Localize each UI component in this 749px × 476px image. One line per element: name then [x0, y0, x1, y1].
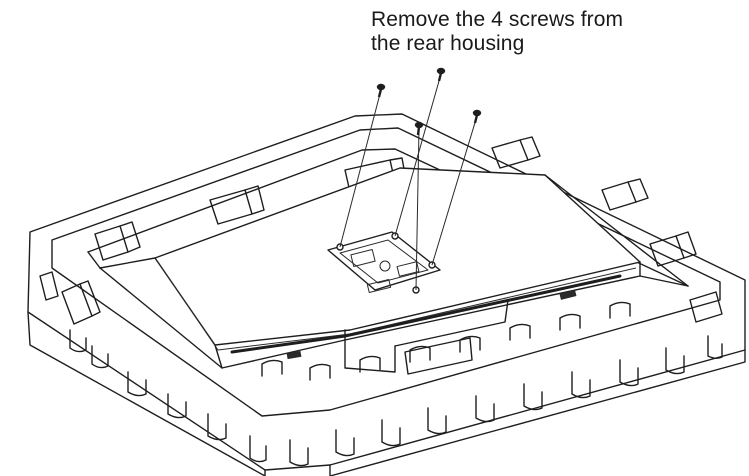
screw-icon: [414, 121, 424, 136]
screw-guide-line: [339, 89, 382, 248]
vent-slot: [286, 350, 302, 360]
screw-icon: [472, 109, 482, 124]
instruction-line-1: Remove the 4 screws from: [371, 8, 624, 31]
instruction-line-2: the rear housing: [371, 32, 525, 55]
screw-icon: [376, 83, 386, 98]
screw-icon: [436, 67, 446, 82]
screw-guide-line: [431, 115, 478, 266]
screws: [339, 67, 482, 291]
vent-slot: [559, 290, 577, 300]
screw-guide-line: [415, 127, 420, 291]
instruction-caption: Remove the 4 screws from the rear housin…: [371, 8, 731, 56]
